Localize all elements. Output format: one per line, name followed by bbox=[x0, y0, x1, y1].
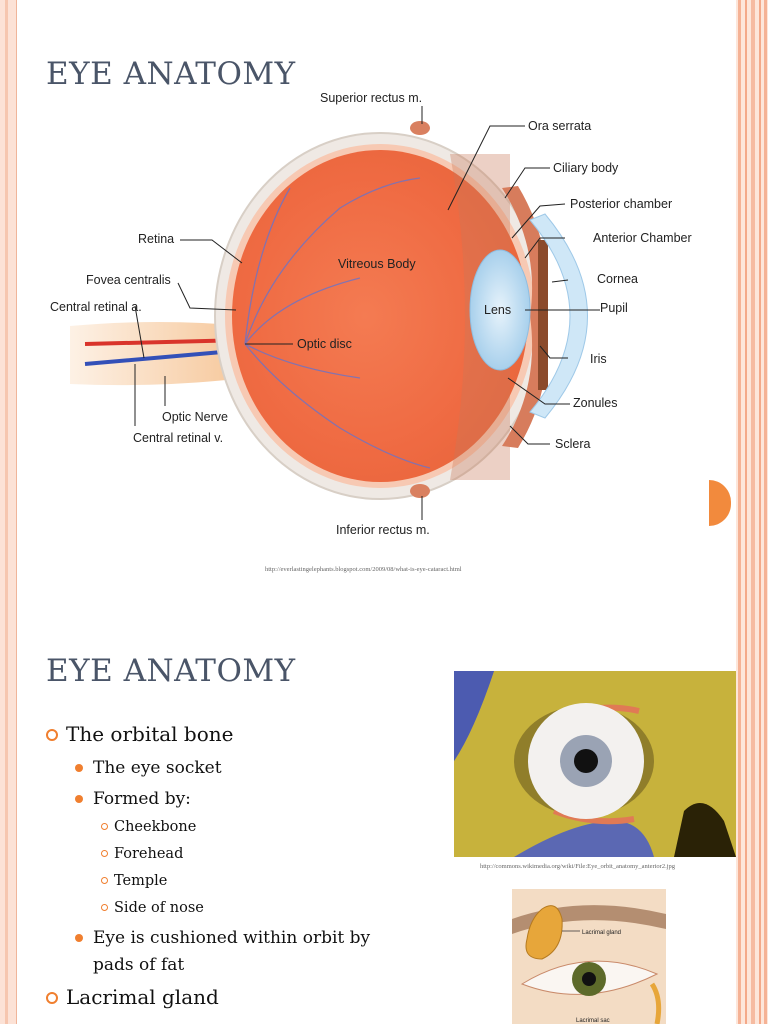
orbit-anatomy-image bbox=[454, 671, 736, 857]
bullet-lacrimal-gland: Lacrimal gland bbox=[66, 985, 219, 1009]
cornea-shape bbox=[529, 213, 588, 419]
vitreous-body-shape bbox=[232, 150, 528, 482]
label-central-retinal-a: Central retinal a. bbox=[50, 300, 142, 314]
right-stripes-decoration bbox=[736, 0, 768, 1024]
superior-rectus-shape bbox=[410, 121, 430, 135]
ciliary-body-shape bbox=[502, 186, 548, 448]
label-lacrimal-sac: Lacrimal sac bbox=[576, 1018, 610, 1024]
bullet-marker-l1 bbox=[46, 729, 58, 741]
bullet-cushioned-line1: Eye is cushioned within orbit by bbox=[93, 928, 371, 948]
label-vitreous-body: Vitreous Body bbox=[338, 257, 416, 271]
bullet-marker-l3 bbox=[101, 823, 108, 830]
bullet-marker-l1 bbox=[46, 992, 58, 1004]
bullet-marker-l3 bbox=[101, 904, 108, 911]
label-retina: Retina bbox=[138, 232, 174, 246]
optic-nerve-shape bbox=[70, 322, 245, 386]
bullet-marker-l3 bbox=[101, 877, 108, 884]
retinal-vessels bbox=[244, 177, 431, 469]
label-zonules: Zonules bbox=[573, 396, 617, 410]
bullet-cheekbone: Cheekbone bbox=[114, 819, 197, 835]
orbit-image-source-link[interactable]: http://commons.wikimedia.org/wiki/File:E… bbox=[480, 863, 676, 870]
slide2-title: EYE ANATOMY bbox=[46, 653, 296, 689]
bullet-cushioned-line2: pads of fat bbox=[93, 955, 185, 975]
label-pupil: Pupil bbox=[600, 301, 628, 315]
inferior-rectus-shape bbox=[410, 484, 430, 498]
bullet-marker-l2 bbox=[75, 934, 83, 942]
label-superior-rectus: Superior rectus m. bbox=[320, 91, 422, 105]
label-anterior-chamber: Anterior Chamber bbox=[593, 231, 692, 245]
lacrimal-gland-image: Lacrimal gland Lacrimal sac bbox=[512, 889, 666, 1024]
bullet-eye-socket: The eye socket bbox=[93, 758, 222, 778]
bullet-side-of-nose: Side of nose bbox=[114, 900, 204, 916]
eye-cross-section-diagram: Superior rectus m. Ora serrata Ciliary b… bbox=[50, 91, 692, 537]
label-central-retinal-v: Central retinal v. bbox=[133, 431, 223, 445]
slide1-title: EYE ANATOMY bbox=[46, 56, 296, 92]
label-sclera: Sclera bbox=[555, 437, 590, 451]
bullet-marker-l2 bbox=[75, 764, 83, 772]
iris-shape bbox=[538, 240, 548, 390]
bullet-marker-l2 bbox=[75, 795, 83, 803]
label-optic-nerve: Optic Nerve bbox=[162, 410, 228, 424]
label-ciliary-body: Ciliary body bbox=[553, 161, 619, 175]
slide1-source-link[interactable]: http://everlastingelephants.blogspot.com… bbox=[265, 566, 462, 573]
label-cornea: Cornea bbox=[597, 272, 638, 286]
bullet-formed-by: Formed by: bbox=[93, 789, 191, 809]
bullet-marker-l3 bbox=[101, 850, 108, 857]
label-fovea-centralis: Fovea centralis bbox=[86, 273, 171, 287]
label-lens: Lens bbox=[484, 303, 511, 317]
left-border-decoration bbox=[0, 0, 17, 1024]
label-inferior-rectus: Inferior rectus m. bbox=[336, 523, 430, 537]
bookmark-tab bbox=[709, 480, 731, 526]
label-optic-disc: Optic disc bbox=[297, 337, 352, 351]
label-iris: Iris bbox=[590, 352, 607, 366]
bullet-temple: Temple bbox=[114, 873, 168, 889]
label-ora-serrata: Ora serrata bbox=[528, 119, 591, 133]
bullet-orbital-bone: The orbital bone bbox=[66, 722, 234, 746]
label-posterior-chamber: Posterior chamber bbox=[570, 197, 672, 211]
bullet-forehead: Forehead bbox=[114, 846, 184, 862]
label-lacrimal-gland: Lacrimal gland bbox=[582, 930, 621, 936]
